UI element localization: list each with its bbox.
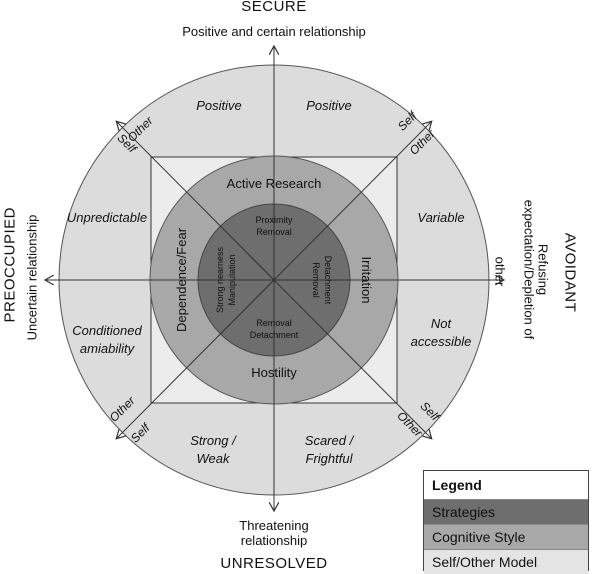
outer-right-lower-label-line1: Not <box>431 316 453 331</box>
axis-top-subtitle: Positive and certain relationship <box>182 24 366 39</box>
axis-bottom-title: UNRESOLVED <box>220 555 328 572</box>
outer-left-lower-label-line1: Conditioned <box>72 323 142 338</box>
strategy-top-label-line2: Removal <box>256 227 292 237</box>
cognitive-bottom-label: Hostility <box>251 365 297 380</box>
outer-bottom-left-label-line2: Weak <box>197 451 231 466</box>
strategy-right-label-line2: Detachment <box>323 256 333 305</box>
outer-bottom-left-label-line1: Strong / <box>190 433 237 448</box>
outer-right-lower-label-line2: accessible <box>411 334 472 349</box>
legend-item-strategies: Strategies <box>424 499 588 524</box>
diagonal-arrow-top-left <box>117 122 275 281</box>
strategy-right-label-line1: Removal <box>311 262 321 298</box>
axis-bottom-subtitle-line2: relationship <box>240 533 308 548</box>
strategy-left-label-line2: Manipulation <box>227 254 237 305</box>
legend-title: Legend <box>432 477 482 493</box>
strategy-left-label-line1: Strong nearness <box>215 246 225 313</box>
outer-bottom-right-label-line1: Scared / <box>305 433 355 448</box>
outer-right-upper-label: Variable <box>417 210 464 225</box>
diagonal-arrow-bottom-left <box>117 279 275 438</box>
legend-item-self-other-model: Self/Other Model <box>424 549 588 574</box>
diagonal-arrow-top-right <box>273 122 431 281</box>
legend-box: Legend Strategies Cognitive Style Self/O… <box>423 470 589 574</box>
axis-top-title: SECURE <box>241 0 307 15</box>
outer-top-right-label: Positive <box>306 98 352 113</box>
cognitive-right-label: Irritation <box>359 257 374 304</box>
strategy-top-label-line1: Proximity <box>255 215 293 225</box>
diagonal-arrow-bottom-right <box>273 279 431 438</box>
outer-left-lower-label-line2: amiability <box>80 341 136 356</box>
outer-bottom-right-label-line2: Frightful <box>306 451 354 466</box>
strategy-bottom-label-line1: Removal <box>256 318 292 328</box>
outer-left-upper-label: Unpredictable <box>67 210 147 225</box>
axis-bottom-subtitle-line1: Threatening <box>239 518 309 533</box>
outer-top-left-label: Positive <box>196 98 242 113</box>
strategy-bottom-label-line2: Detachment <box>250 330 299 340</box>
cognitive-top-label: Active Research <box>227 176 322 191</box>
legend-item-cognitive-style: Cognitive Style <box>424 524 588 549</box>
cognitive-left-label: Dependence/Fear <box>174 227 189 332</box>
